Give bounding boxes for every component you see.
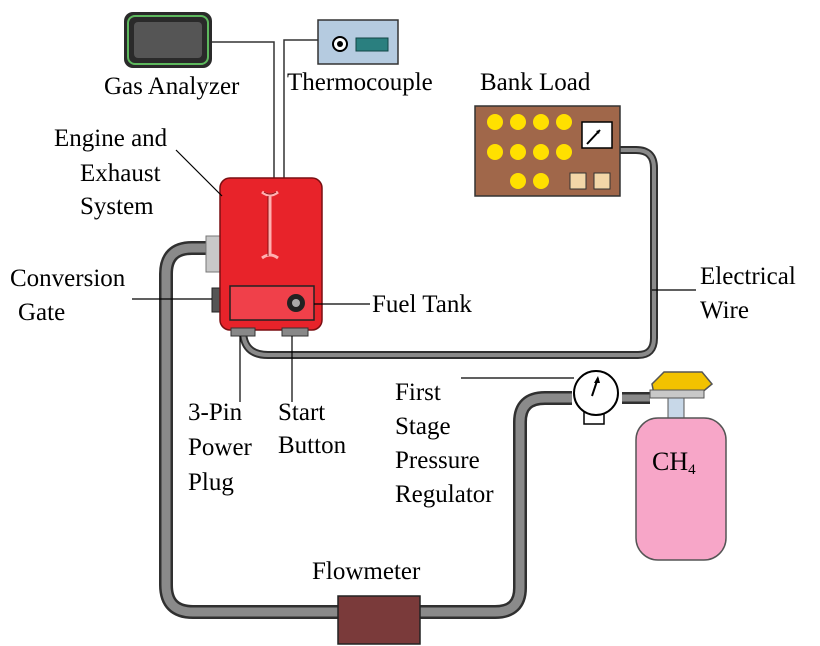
label-regulator-line-2: Stage bbox=[395, 413, 451, 440]
label-plug-line-1: 3-Pin bbox=[188, 399, 243, 426]
label-electrical-wire: Electrical Wire bbox=[700, 263, 796, 324]
label-regulator-line-4: Regulator bbox=[395, 481, 494, 508]
label-plug-line-3: Plug bbox=[188, 469, 234, 496]
label-plug-line-2: Power bbox=[188, 434, 253, 461]
label-engine-line-2: Exhaust bbox=[80, 160, 161, 187]
label-electrical-line-1: Electrical bbox=[700, 263, 796, 290]
sensor-leads bbox=[212, 39, 318, 178]
label-power-plug: 3-Pin Power Plug bbox=[188, 399, 253, 496]
label-bank-load: Bank Load bbox=[480, 69, 591, 96]
label-gas-analyzer: Gas Analyzer bbox=[104, 73, 240, 100]
electrical-wire bbox=[239, 146, 658, 359]
engine-unit bbox=[205, 177, 323, 337]
gas-analyzer-device bbox=[124, 12, 212, 68]
gas-line-engine-to-flowmeter bbox=[159, 241, 338, 619]
thermocouple-device bbox=[317, 19, 399, 65]
label-pressure-regulator: First Stage Pressure Regulator bbox=[395, 379, 494, 508]
label-regulator-line-1: First bbox=[395, 379, 441, 406]
pressure-regulator bbox=[573, 370, 619, 425]
label-flowmeter: Flowmeter bbox=[312, 558, 421, 585]
label-engine-system: Engine and Exhaust System bbox=[54, 125, 168, 220]
label-fuel-tank: Fuel Tank bbox=[372, 291, 472, 318]
label-conversion-line-1: Conversion bbox=[10, 265, 126, 292]
label-engine-line-1: Engine and bbox=[54, 125, 168, 152]
leader-lines bbox=[132, 149, 696, 402]
label-ch4-subscript: 4 bbox=[688, 462, 696, 478]
label-conversion-line-2: Gate bbox=[18, 299, 65, 326]
flowmeter-device bbox=[337, 595, 421, 645]
label-start-line-2: Button bbox=[278, 432, 347, 459]
label-regulator-line-3: Pressure bbox=[395, 447, 480, 474]
label-thermocouple: Thermocouple bbox=[287, 69, 433, 96]
label-ch4-main: CH bbox=[652, 447, 688, 476]
label-conversion-gate: Conversion Gate bbox=[10, 265, 126, 326]
bank-load-panel bbox=[474, 105, 621, 197]
label-engine-line-3: System bbox=[80, 193, 154, 220]
label-ch4: CH4 bbox=[652, 447, 696, 478]
ch4-cylinder bbox=[635, 371, 727, 561]
gas-line-flowmeter-to-regulator bbox=[420, 391, 572, 619]
label-start-button: Start Button bbox=[278, 399, 347, 459]
label-electrical-line-2: Wire bbox=[700, 297, 749, 324]
label-start-line-1: Start bbox=[278, 399, 325, 426]
